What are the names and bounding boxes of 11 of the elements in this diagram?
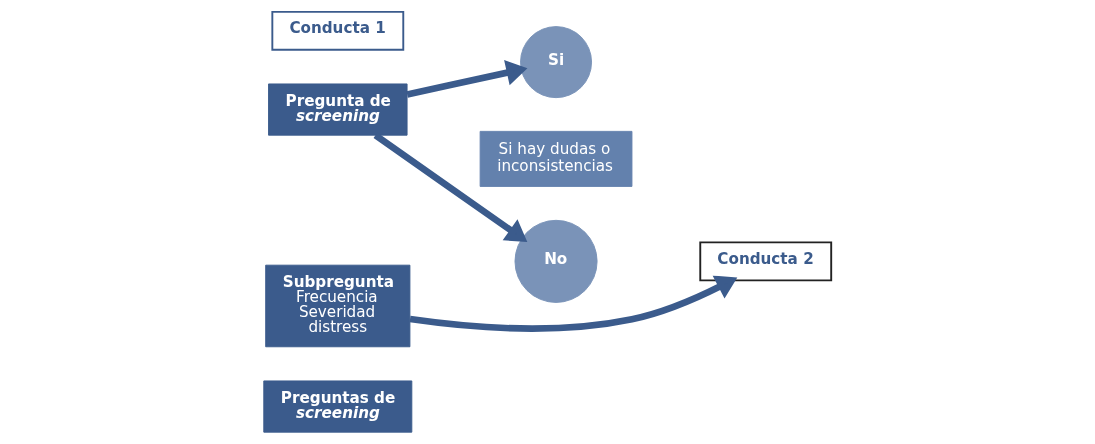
node-box: Si hay dudas o inconsistencias bbox=[479, 130, 633, 187]
node-circle: Si bbox=[520, 26, 593, 99]
arrow bbox=[409, 275, 738, 332]
node-box: Pregunta de screening bbox=[268, 83, 408, 136]
node-box: Conducta 2 bbox=[699, 241, 833, 282]
node-circle: No bbox=[514, 219, 598, 303]
node-box: Subpregunta Frecuencia Severidad distress bbox=[265, 264, 411, 348]
node-box: Conducta 1 bbox=[271, 10, 405, 51]
arrow bbox=[406, 60, 528, 98]
node-box: Preguntas de screening bbox=[263, 380, 413, 433]
arrow bbox=[373, 132, 528, 242]
